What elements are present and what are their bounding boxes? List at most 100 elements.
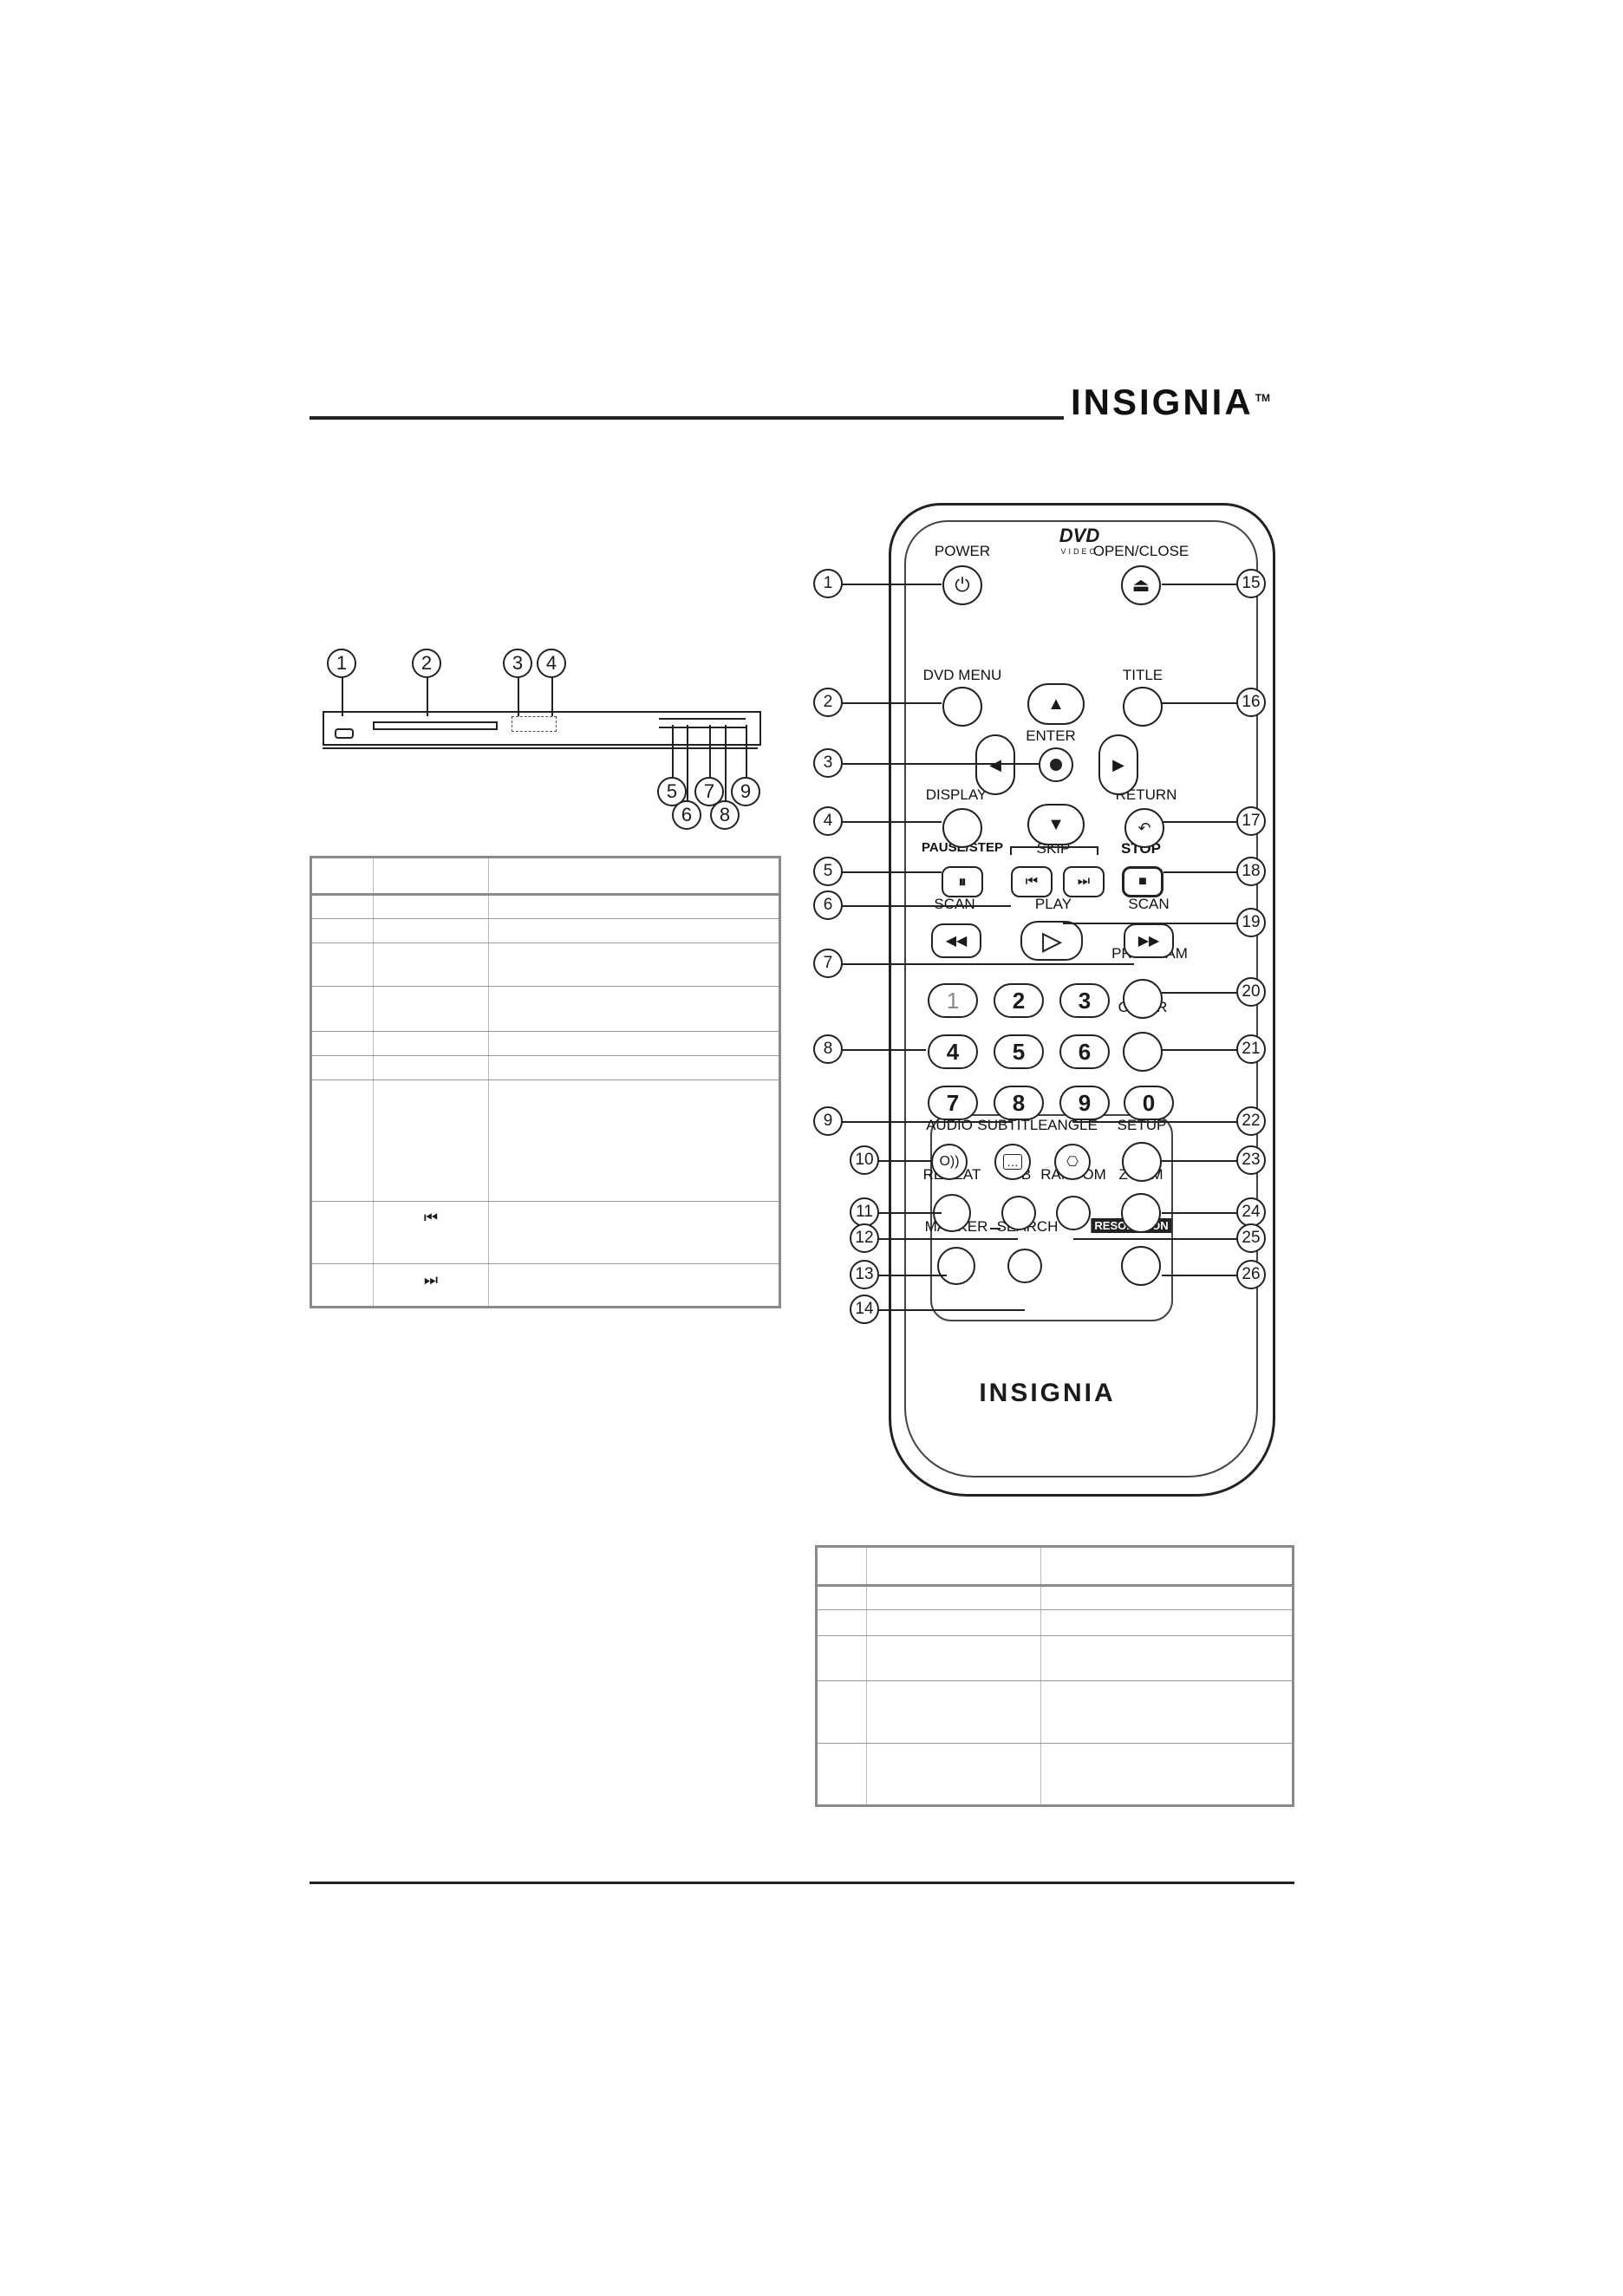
- remote-callout-1: 1: [813, 569, 843, 598]
- digit-0-button[interactable]: 0: [1124, 1086, 1174, 1120]
- remote-callout-17: 17: [1236, 806, 1266, 836]
- remote-callout-20: 20: [1236, 977, 1266, 1007]
- ab-button[interactable]: [1001, 1196, 1036, 1230]
- remote-callout-13: 13: [850, 1260, 879, 1289]
- marker-button[interactable]: [937, 1247, 975, 1285]
- resolution-button[interactable]: [1121, 1246, 1161, 1286]
- random-button[interactable]: [1056, 1196, 1091, 1230]
- table-header: [816, 1546, 1294, 1587]
- remote-callout-23: 23: [1236, 1145, 1266, 1175]
- remote-callout-3: 3: [813, 748, 843, 778]
- arrow-down-icon: ▼: [1047, 814, 1065, 834]
- subtitle-label: SUBTITLE: [977, 1117, 1048, 1133]
- nav-left-button[interactable]: ◀: [975, 734, 1015, 795]
- digit-9-button[interactable]: 9: [1059, 1086, 1110, 1120]
- digit-7-button[interactable]: 7: [928, 1086, 978, 1120]
- setup-button[interactable]: [1122, 1142, 1162, 1182]
- enter-label: ENTER: [1026, 727, 1076, 744]
- zoom-button[interactable]: [1121, 1193, 1161, 1233]
- power-label: POWER: [934, 543, 991, 559]
- digit-2-button[interactable]: 2: [994, 983, 1044, 1018]
- front-panel-table: ⏮ ⏭: [310, 856, 781, 1308]
- remote-callout-4: 4: [813, 806, 843, 836]
- scan-right-label: SCAN: [1128, 896, 1170, 912]
- digit-8-button[interactable]: 8: [994, 1086, 1044, 1120]
- open-close-label: OPEN/CLOSE: [1092, 543, 1190, 559]
- stop-icon: ■: [1138, 874, 1147, 889]
- audio-label: AUDIO: [926, 1117, 973, 1133]
- front-callout-3: 3: [503, 649, 532, 678]
- return-button[interactable]: ↶: [1124, 808, 1164, 848]
- scan-forward-button[interactable]: ▶▶: [1124, 923, 1174, 958]
- digit-6-button[interactable]: 6: [1059, 1034, 1110, 1069]
- remote-callout-24: 24: [1236, 1197, 1266, 1227]
- digit-1-button[interactable]: 1: [928, 983, 978, 1018]
- front-callout-4: 4: [537, 649, 566, 678]
- remote-outline-outer: [889, 503, 1275, 1497]
- display-button[interactable]: [942, 808, 982, 848]
- subtitle-button[interactable]: …: [994, 1144, 1031, 1180]
- angle-icon: ⎔: [1066, 1155, 1079, 1170]
- table-row: [816, 1585, 1294, 1610]
- remote-table: [815, 1545, 1294, 1807]
- play-button[interactable]: ▶: [1020, 921, 1083, 961]
- skip-forward-icon: ⏭: [373, 1263, 489, 1308]
- remote-lower-panel: [930, 1114, 1173, 1321]
- pause-step-button[interactable]: ⏸: [942, 866, 983, 897]
- angle-button[interactable]: ⎔: [1054, 1144, 1091, 1180]
- power-button[interactable]: ⏻: [942, 565, 982, 605]
- header-logo-text: INSIGNIA: [1071, 382, 1254, 422]
- disc-tray: [373, 721, 498, 730]
- program-button[interactable]: [1123, 979, 1163, 1019]
- arrow-left-icon: ◀: [989, 756, 1001, 774]
- nav-up-button[interactable]: ▲: [1027, 683, 1085, 725]
- remote-callout-9: 9: [813, 1106, 843, 1136]
- remote-callout-7: 7: [813, 949, 843, 978]
- remote-callout-5: 5: [813, 857, 843, 886]
- subtitle-icon: …: [1003, 1154, 1022, 1170]
- nav-right-button[interactable]: ▶: [1098, 734, 1138, 795]
- pause-icon: ⏸: [958, 872, 967, 890]
- skip-forward-button[interactable]: ⏭: [1063, 866, 1105, 897]
- remote-callout-16: 16: [1236, 688, 1266, 717]
- remote-callout-2: 2: [813, 688, 843, 717]
- scan-left-label: SCAN: [934, 896, 975, 912]
- header-rule: [310, 416, 1064, 420]
- digit-5-button[interactable]: 5: [994, 1034, 1044, 1069]
- footer-rule: [310, 1882, 1294, 1884]
- scan-back-button[interactable]: ◀◀: [931, 923, 981, 958]
- table-row: ⏮: [310, 1201, 780, 1264]
- digit-4-button[interactable]: 4: [928, 1034, 978, 1069]
- table-row: [816, 1635, 1294, 1681]
- skip-back-button[interactable]: ⏮: [1011, 866, 1053, 897]
- dvd-logo: DVD VIDEO: [1059, 525, 1100, 556]
- clear-button[interactable]: [1123, 1032, 1163, 1072]
- nav-down-button[interactable]: ▼: [1027, 804, 1085, 845]
- enter-button[interactable]: [1039, 747, 1073, 782]
- panel-stand: [323, 744, 758, 749]
- audio-button[interactable]: O)): [931, 1144, 968, 1180]
- digit-3-button[interactable]: 3: [1059, 983, 1110, 1018]
- skip-back-icon: ⏮: [1025, 874, 1039, 889]
- enter-icon: [1050, 759, 1062, 771]
- stop-button[interactable]: ■: [1122, 866, 1163, 897]
- angle-label: ANGLE: [1047, 1117, 1098, 1133]
- table-row: [310, 1080, 780, 1202]
- search-button[interactable]: [1007, 1249, 1042, 1283]
- title-label: TITLE: [1122, 667, 1163, 683]
- dvd-menu-button[interactable]: [942, 687, 982, 727]
- fast-forward-icon: ▶▶: [1137, 934, 1160, 949]
- audio-icon: O)): [939, 1154, 960, 1169]
- remote-callout-25: 25: [1236, 1223, 1266, 1253]
- skip-back-icon: ⏮: [373, 1201, 489, 1264]
- skip-bracket: [1010, 846, 1098, 855]
- remote-callout-15: 15: [1236, 569, 1266, 598]
- power-icon: ⏻: [955, 574, 970, 596]
- title-button[interactable]: [1123, 687, 1163, 727]
- table-row: ⏭: [310, 1263, 780, 1308]
- display-label: DISPLAY: [925, 786, 987, 803]
- table-row: [816, 1743, 1294, 1806]
- open-close-button[interactable]: ⏏: [1121, 565, 1161, 605]
- front-callout-2: 2: [412, 649, 441, 678]
- power-button-panel: [335, 728, 354, 739]
